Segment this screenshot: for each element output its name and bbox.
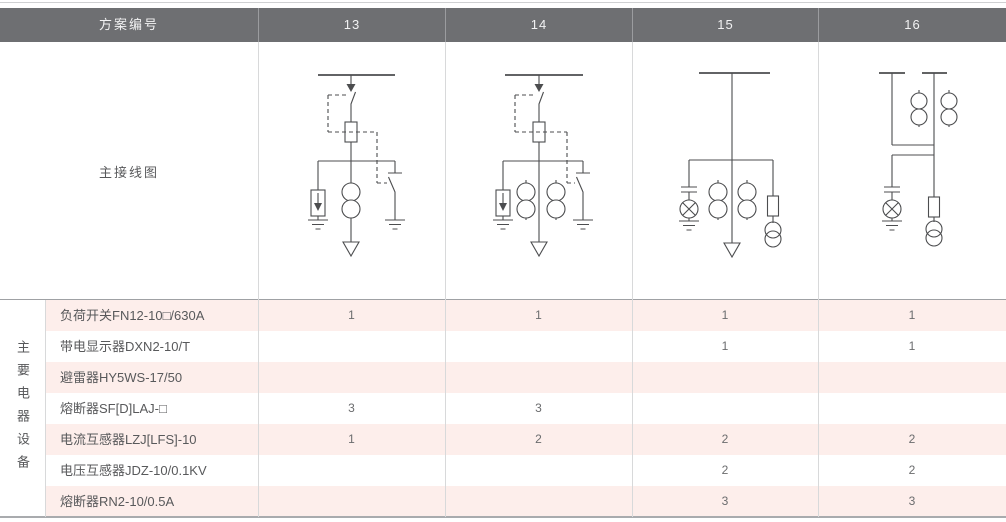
equipment-name: 电压互感器JDZ-10/0.1KV (60, 463, 207, 478)
value-cell (258, 486, 445, 517)
equipment-name: 避雷器HY5WS-17/50 (60, 370, 183, 385)
value-cell: 1 (908, 308, 916, 322)
equipment-rows: 负荷开关FN12-10□/630A 1 1 1 1 带电显示器DXN2-10/T… (45, 300, 1006, 517)
column-divider (445, 42, 446, 517)
single-line-diagram-scheme-16 (818, 42, 1006, 300)
table-header-row: 方案编号 13 14 15 16 (0, 8, 1006, 42)
single-line-diagram-scheme-15 (632, 42, 818, 300)
column-divider (818, 42, 819, 517)
table-row: 避雷器HY5WS-17/50 (45, 362, 1006, 393)
equipment-name: 负荷开关FN12-10□/630A (60, 308, 205, 323)
value-cell: 3 (535, 401, 542, 415)
value-cell (445, 362, 632, 393)
value-cell: 1 (535, 308, 542, 322)
value-cell: 2 (908, 463, 916, 477)
value-cell: 1 (721, 308, 729, 322)
table-row: 负荷开关FN12-10□/630A 1 1 1 1 (45, 300, 1006, 331)
table-bottom-border (0, 516, 1006, 518)
table-row: 熔断器RN2-10/0.5A 3 3 (45, 486, 1006, 517)
value-cell: 3 (908, 494, 916, 508)
table-row: 电流互感器LZJ[LFS]-10 1 2 2 2 (45, 424, 1006, 455)
group-label-divider (45, 300, 46, 517)
column-divider (258, 42, 259, 517)
header-scheme-16: 16 (818, 8, 1006, 42)
value-cell: 1 (721, 339, 729, 353)
column-divider (632, 42, 633, 517)
value-cell: 2 (908, 432, 916, 446)
equipment-name: 熔断器SF[D]LAJ-□ (60, 401, 167, 416)
value-cell: 1 (908, 339, 916, 353)
header-scheme-label: 方案编号 (98, 17, 159, 32)
equipment-group-label: 主要电器设备 (15, 339, 30, 478)
equipment-name: 熔断器RN2-10/0.5A (60, 494, 175, 509)
value-cell: 1 (348, 432, 355, 446)
value-cell (445, 455, 632, 486)
value-cell: 1 (348, 308, 355, 322)
value-cell: 2 (721, 432, 729, 446)
value-cell (258, 331, 445, 362)
value-cell: 3 (721, 494, 729, 508)
equipment-name: 电流互感器LZJ[LFS]-10 (60, 432, 197, 447)
table-row: 带电显示器DXN2-10/T 1 1 (45, 331, 1006, 362)
value-cell (258, 362, 445, 393)
main-wiring-diagram-label: 主接线图 (98, 164, 159, 180)
equipment-name: 带电显示器DXN2-10/T (60, 339, 191, 354)
table-row: 熔断器SF[D]LAJ-□ 3 3 (45, 393, 1006, 424)
value-cell: 2 (721, 463, 729, 477)
section-divider (0, 299, 1006, 300)
header-scheme-15: 15 (632, 8, 818, 42)
value-cell (632, 362, 818, 393)
header-scheme-13: 13 (258, 8, 445, 42)
table-row: 电压互感器JDZ-10/0.1KV 2 2 (45, 455, 1006, 486)
value-cell (445, 331, 632, 362)
value-cell (818, 393, 1006, 424)
single-line-diagram-scheme-14 (445, 42, 632, 300)
value-cell (445, 486, 632, 517)
value-cell (818, 362, 1006, 393)
table-top-border (0, 2, 1006, 3)
value-cell (632, 393, 818, 424)
value-cell: 3 (348, 401, 355, 415)
value-cell: 2 (535, 432, 542, 446)
single-line-diagram-scheme-13 (258, 42, 445, 300)
header-scheme-14: 14 (445, 8, 632, 42)
value-cell (258, 455, 445, 486)
